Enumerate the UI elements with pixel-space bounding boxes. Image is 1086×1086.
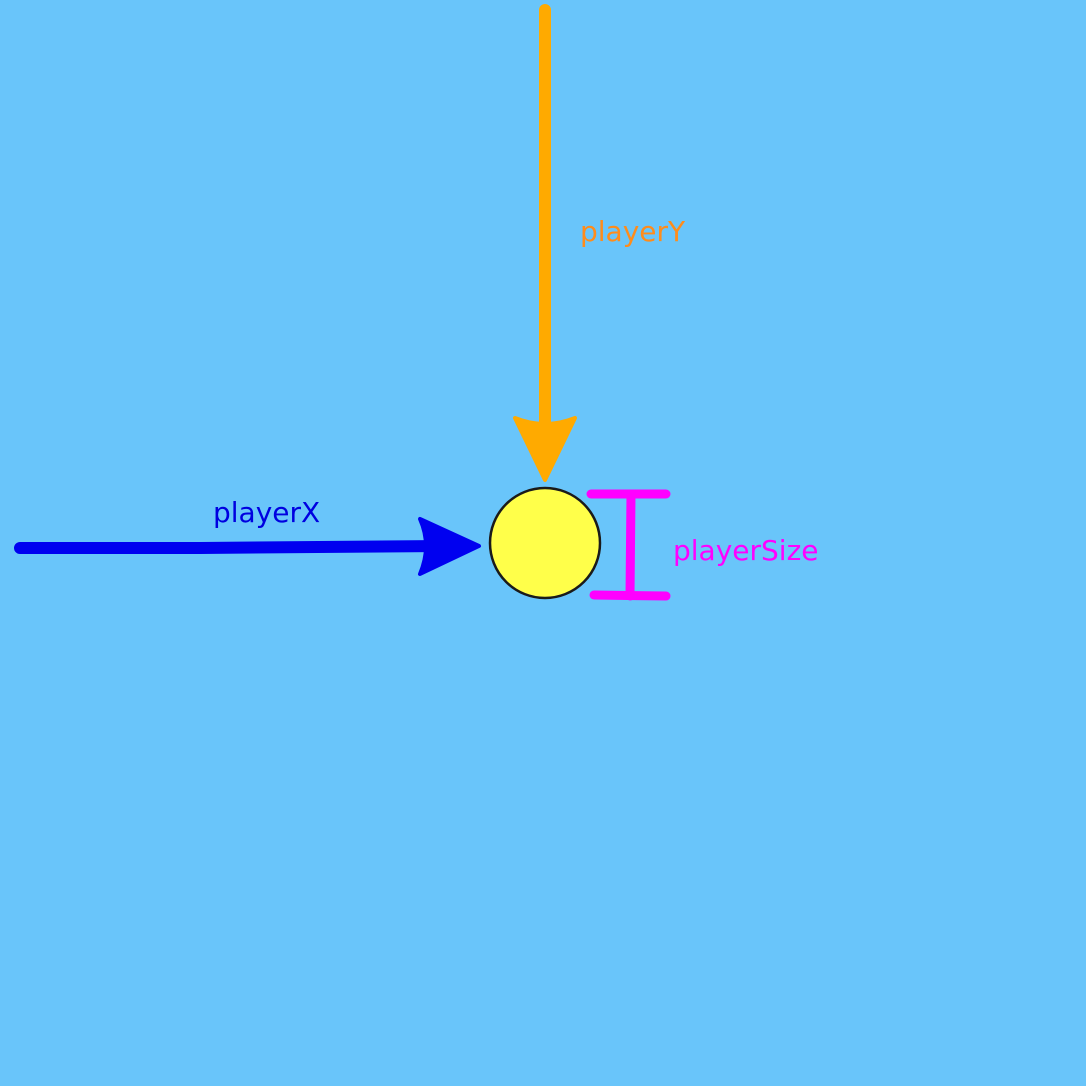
player-circle — [488, 486, 602, 600]
player-x-arrow — [14, 517, 481, 576]
player-size-marker — [586, 489, 671, 601]
player-y-label: playerY — [580, 215, 686, 248]
player-size-label: playerSize — [673, 534, 819, 567]
player-x-label: playerX — [213, 496, 320, 529]
player-y-arrow — [513, 4, 577, 482]
